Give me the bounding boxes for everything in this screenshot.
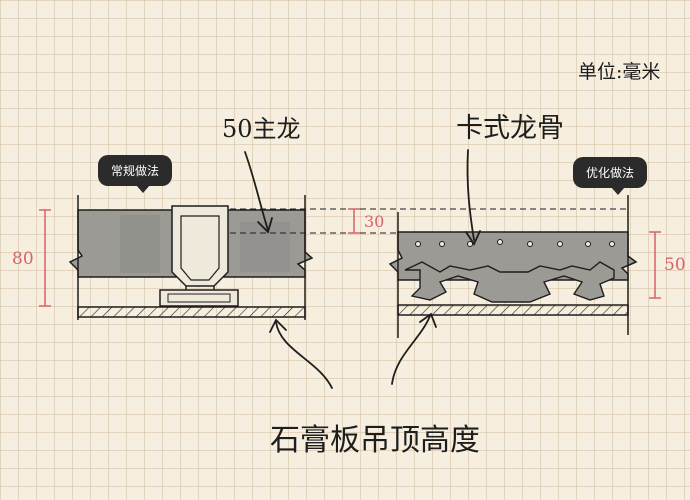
ceiling-arrow-left-head [269,318,287,333]
conventional-gypsum-board [77,306,306,318]
ceiling-arrow-left [275,321,333,389]
optimized-method-badge: 优化做法 [573,157,648,195]
keel-holes [415,239,615,247]
dimension-80-label: 80 [12,249,34,269]
card-keel-arrow [466,149,475,241]
dimension-50 [649,231,661,299]
dimension-30-label: 30 [364,212,384,231]
card-keel-profile [404,261,615,303]
ceiling-height-label: 石膏板吊顶高度 [270,423,480,458]
card-keel-label: 卡式龙骨 [456,113,564,144]
dimension-30 [348,208,360,234]
main-keel-arrowhead [257,217,273,234]
conventional-section [68,195,314,320]
dimension-80 [39,209,51,307]
ceiling-arrow-right-head [419,312,437,328]
main-keel-arrow [244,151,269,231]
card-keel-arrowhead [465,230,481,246]
unit-label: 单位:毫米 [578,61,660,83]
main-keel-channel [159,205,239,307]
main-keel-label: 50主龙 [222,115,301,143]
ceiling-arrow-right [391,315,431,385]
optimized-gypsum-board [397,304,629,316]
dimension-50-label: 50 [664,255,686,275]
conventional-method-badge: 常规做法 [98,155,173,193]
optimized-section [388,195,638,338]
